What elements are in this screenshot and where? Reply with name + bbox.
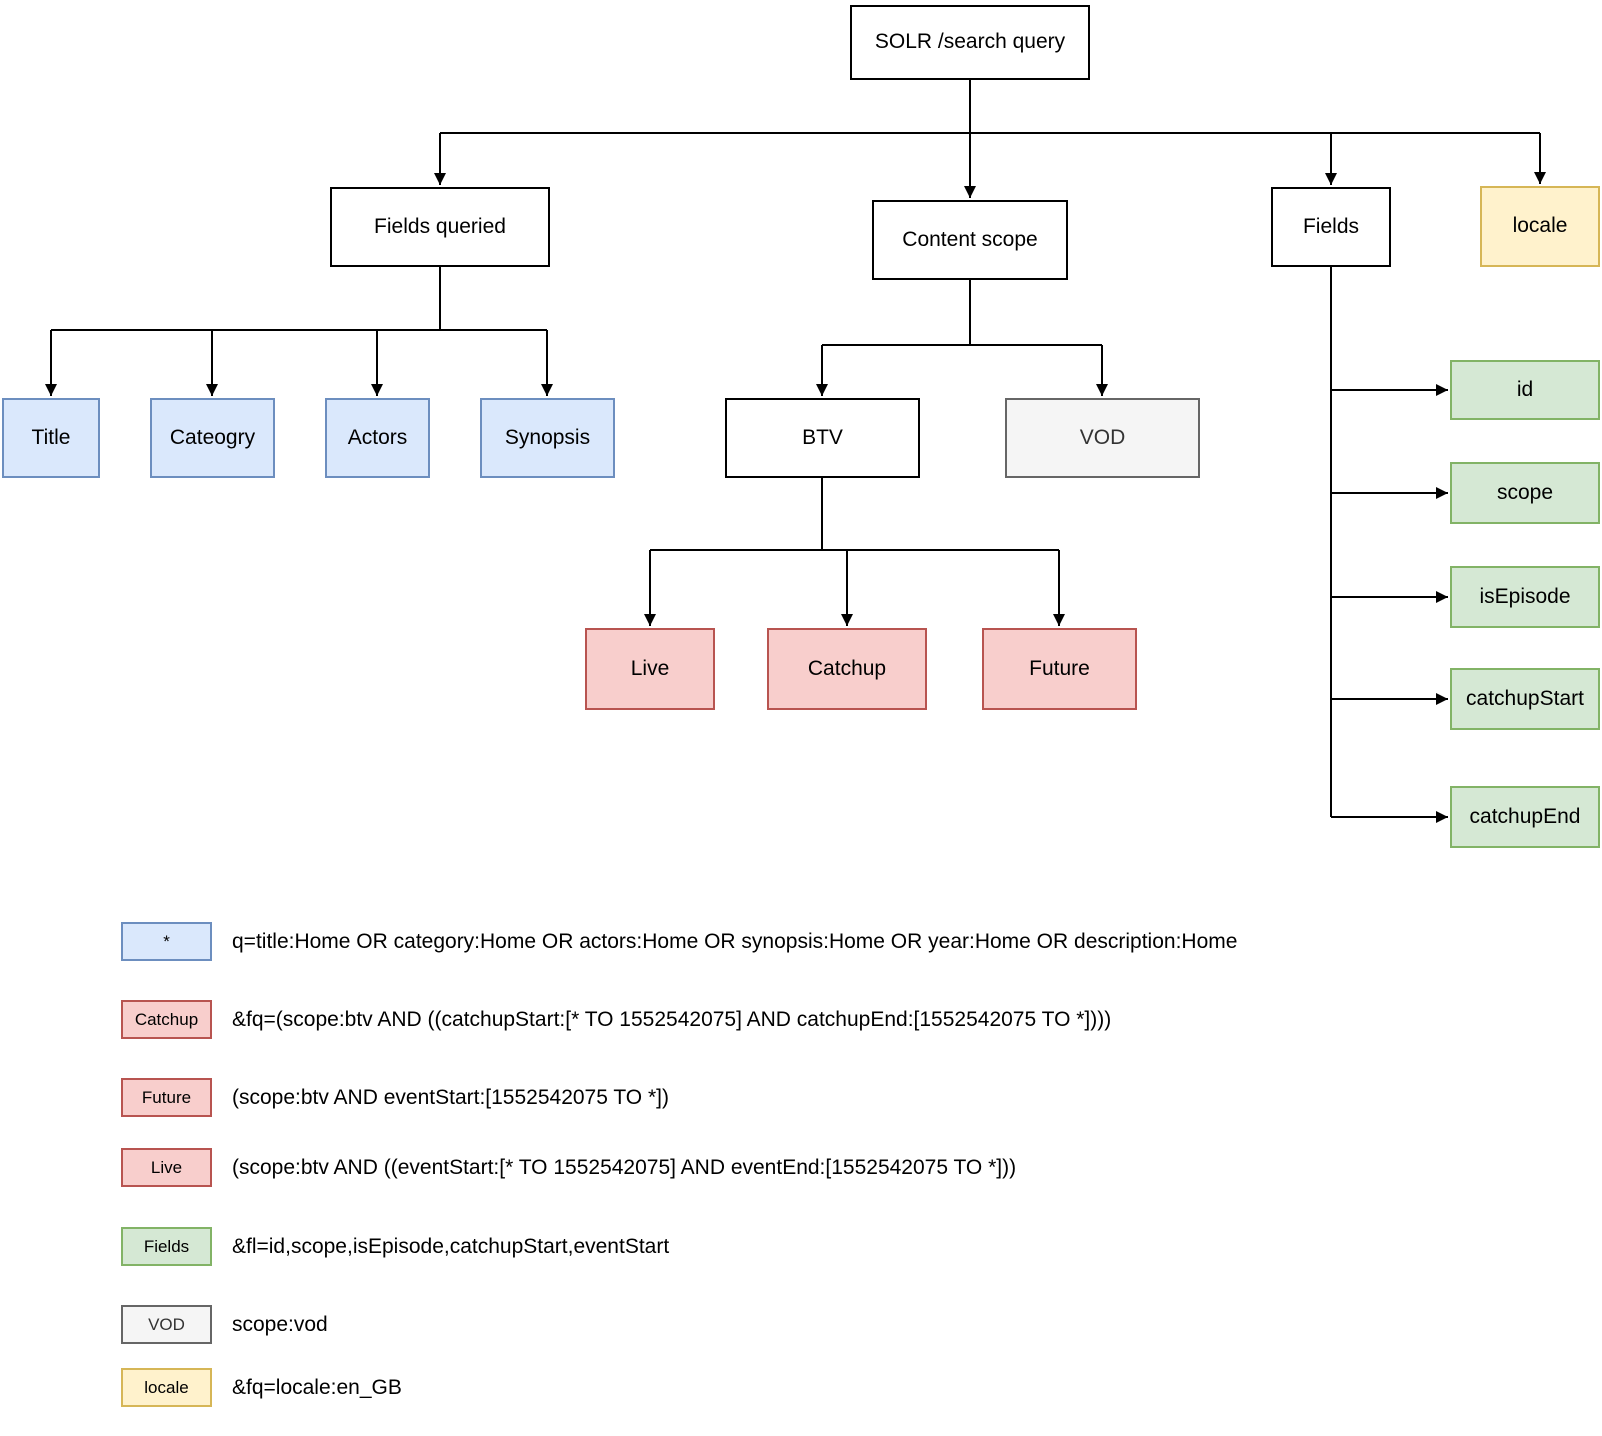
- edges-level1: [434, 80, 1546, 198]
- node-locale: locale: [1480, 186, 1600, 267]
- node-solr-search-query: SOLR /search query: [850, 5, 1090, 80]
- node-isEpisode: isEpisode: [1450, 566, 1600, 628]
- edges-btv: [644, 478, 1065, 626]
- legend-text-vod: scope:vod: [232, 1312, 328, 1336]
- node-actors: Actors: [325, 398, 430, 478]
- node-title: Title: [2, 398, 100, 478]
- node-fields: Fields: [1271, 187, 1391, 267]
- node-catchupStart: catchupStart: [1450, 668, 1600, 730]
- legend-row-wildcard: * q=title:Home OR category:Home OR actor…: [121, 922, 1237, 961]
- node-synopsis: Synopsis: [480, 398, 615, 478]
- legend-row-locale: locale &fq=locale:en_GB: [121, 1368, 402, 1407]
- edges-content-scope: [816, 280, 1108, 396]
- node-catchupEnd: catchupEnd: [1450, 786, 1600, 848]
- legend-text-catchup: &fq=(scope:btv AND ((catchupStart:[* TO …: [232, 1007, 1112, 1031]
- legend-row-live: Live (scope:btv AND ((eventStart:[* TO 1…: [121, 1148, 1016, 1187]
- legend-key-future: Future: [121, 1078, 212, 1117]
- node-future: Future: [982, 628, 1137, 710]
- node-scope: scope: [1450, 462, 1600, 524]
- legend-text-live: (scope:btv AND ((eventStart:[* TO 155254…: [232, 1155, 1017, 1179]
- node-cateogry: Cateogry: [150, 398, 275, 478]
- legend-key-fields: Fields: [121, 1227, 212, 1266]
- legend-key-catchup: Catchup: [121, 1000, 212, 1039]
- legend-text-locale: &fq=locale:en_GB: [232, 1375, 402, 1399]
- node-fields-queried: Fields queried: [330, 187, 550, 267]
- node-live: Live: [585, 628, 715, 710]
- legend-text-future: (scope:btv AND eventStart:[1552542075 TO…: [232, 1085, 669, 1109]
- node-catchup: Catchup: [767, 628, 927, 710]
- legend-key-vod: VOD: [121, 1305, 212, 1344]
- legend-key-live: Live: [121, 1148, 212, 1187]
- legend-row-future: Future (scope:btv AND eventStart:[155254…: [121, 1078, 669, 1117]
- legend-row-catchup: Catchup &fq=(scope:btv AND ((catchupStar…: [121, 1000, 1111, 1039]
- node-vod: VOD: [1005, 398, 1200, 478]
- legend-text-wildcard: q=title:Home OR category:Home OR actors:…: [232, 929, 1238, 953]
- legend-text-fields: &fl=id,scope,isEpisode,catchupStart,even…: [232, 1234, 670, 1258]
- legend-key-locale: locale: [121, 1368, 212, 1407]
- legend-row-fields: Fields &fl=id,scope,isEpisode,catchupSta…: [121, 1227, 669, 1266]
- node-id: id: [1450, 360, 1600, 420]
- edges-fields-list: [1330, 267, 1448, 823]
- node-content-scope: Content scope: [872, 200, 1068, 280]
- node-btv: BTV: [725, 398, 920, 478]
- legend-key-wildcard: *: [121, 922, 212, 961]
- legend-row-vod: VOD scope:vod: [121, 1305, 328, 1344]
- edges-fields-queried: [45, 267, 553, 396]
